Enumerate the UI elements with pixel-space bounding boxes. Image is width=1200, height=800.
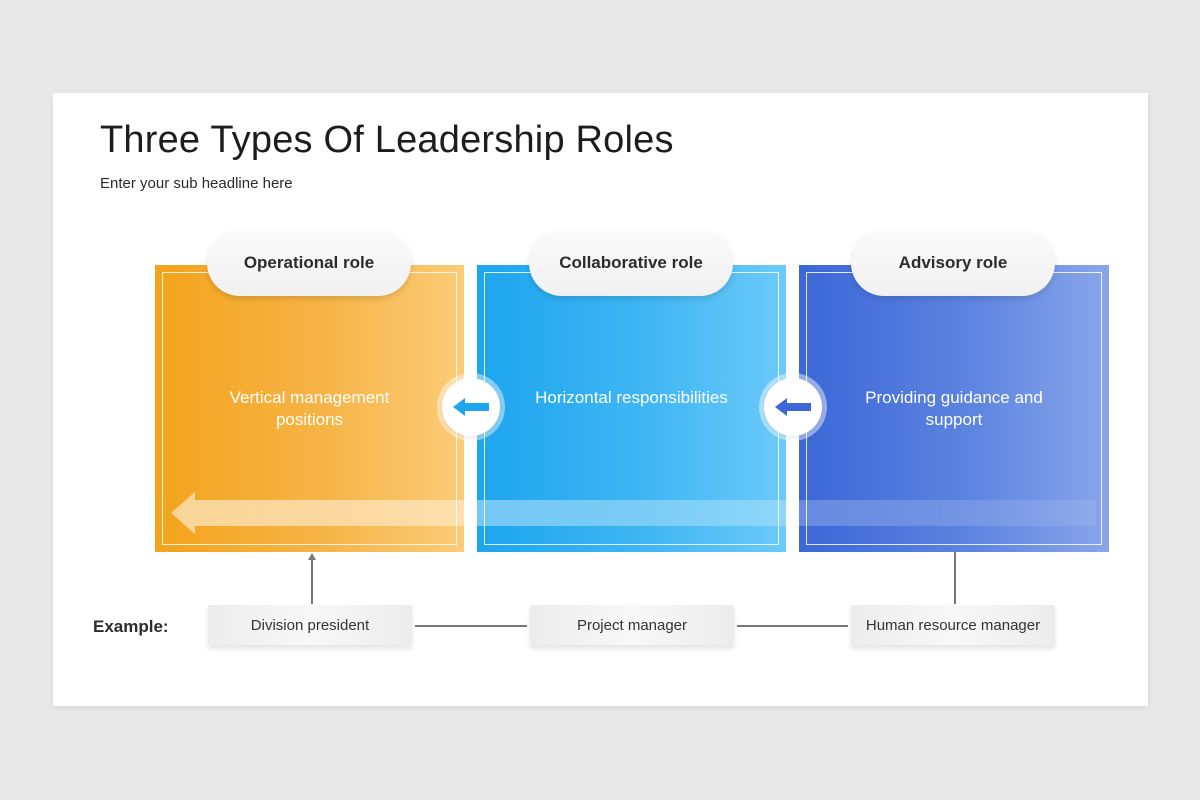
role-description: Providing guidance and support [865, 388, 1043, 429]
role-title-collaborative: Collaborative role [529, 230, 733, 296]
example-box-operational: Division president [208, 605, 412, 645]
slide: Three Types Of Leadership Roles Enter yo… [53, 93, 1148, 706]
left-arrow-icon [453, 398, 489, 416]
connector-line [954, 552, 956, 604]
role-title-advisory: Advisory role [851, 230, 1055, 296]
slide-title: Three Types Of Leadership Roles [100, 119, 674, 161]
role-box-advisory: Providing guidance and support [799, 265, 1109, 552]
role-description: Horizontal responsibilities [535, 388, 728, 407]
left-arrow-icon [775, 398, 811, 416]
connector-line [415, 625, 527, 627]
connector-line [737, 625, 848, 627]
example-box-advisory: Human resource manager [851, 605, 1055, 645]
role-box-collaborative: Horizontal responsibilities [477, 265, 786, 552]
slide-subtitle: Enter your sub headline here [100, 175, 293, 192]
connector-line [311, 558, 313, 604]
role-description: Vertical management positions [229, 388, 390, 429]
up-arrow-icon [308, 553, 316, 560]
role-title-operational: Operational role [207, 230, 411, 296]
example-box-collaborative: Project manager [530, 605, 734, 645]
connector-circle [764, 378, 822, 436]
connector-circle [442, 378, 500, 436]
example-label: Example: [93, 617, 169, 636]
role-box-operational: Vertical management positions [155, 265, 464, 552]
